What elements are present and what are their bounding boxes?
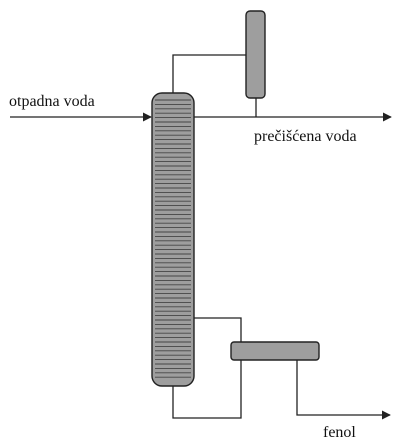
reboiler-return-line <box>172 360 242 419</box>
overhead-vapor-line <box>172 54 249 93</box>
reboiler-vessel <box>230 341 320 361</box>
column-to-reboiler-line <box>194 317 242 342</box>
treated-water-label: prečišćena voda <box>254 128 357 145</box>
feed-label: otpadna voda <box>9 93 95 110</box>
column-trays <box>155 99 191 378</box>
phenol-stream-arrow <box>296 360 391 420</box>
reflux-drum <box>245 10 266 99</box>
distillation-column <box>151 92 195 387</box>
phenol-label: fenol <box>323 424 356 441</box>
